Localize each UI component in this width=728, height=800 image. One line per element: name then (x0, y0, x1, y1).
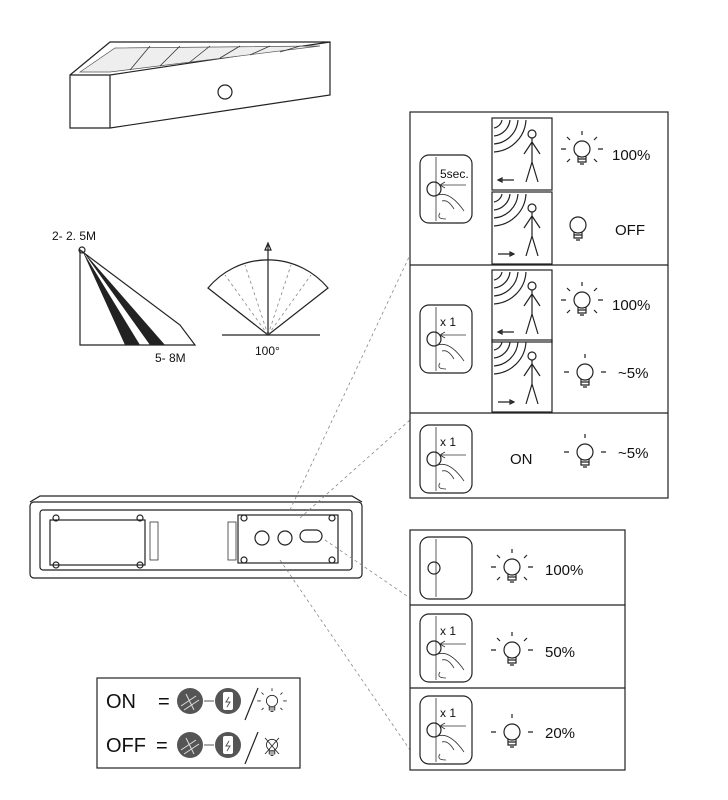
device-inner-view (29, 495, 363, 579)
bulb-dim-icon (564, 354, 606, 388)
person-approach-icon (491, 269, 553, 343)
light-level: 100% (545, 562, 583, 579)
battery-charging-icon (215, 688, 241, 758)
callout-lines (279, 254, 411, 751)
sensor-modes-panel: 5sec. 100% OFF x 1 100% ~5% x 1 ON ~5% (409, 111, 669, 499)
person-approach-icon (491, 117, 553, 191)
legend-off-label: OFF (106, 735, 146, 757)
bulb-on-icon (490, 548, 534, 583)
bulb-on-icon (560, 281, 604, 316)
detection-range-diagram: 2- 2. 5M 5- 8M (52, 229, 197, 365)
bulb-on-icon (560, 130, 604, 165)
legend-on-label: ON (106, 691, 136, 713)
time-knob[interactable] (277, 530, 293, 546)
motion-sensor (217, 84, 233, 100)
mode-row-3: x 1 ON ~5% (419, 424, 648, 494)
far-distance-label: 5- 8M (155, 351, 186, 365)
button-count-label: x 1 (440, 706, 456, 720)
detection-angle-diagram: 100° (207, 241, 329, 358)
mode-row-2: x 1 100% ~5% (419, 269, 650, 413)
state-label: ON (510, 451, 533, 468)
button-duration-label: 5sec. (440, 167, 469, 181)
bulb-on-icon (256, 687, 288, 712)
brightness-row-2: x 1 50% (419, 613, 575, 683)
sensitivity-knob[interactable] (254, 530, 270, 546)
solar-panel (78, 45, 321, 73)
button-count-label: x 1 (440, 315, 456, 329)
mode-switch[interactable] (299, 529, 323, 543)
bulb-low-icon (491, 714, 533, 748)
light-level: 100% (612, 147, 650, 164)
bulb-crossed-icon (264, 737, 280, 756)
light-level: 50% (545, 644, 575, 661)
near-distance-label: 2- 2. 5M (52, 229, 96, 243)
lamp-product-view (69, 41, 331, 129)
light-level: ~5% (618, 365, 648, 382)
slash-divider (244, 687, 259, 765)
angle-label: 100° (255, 344, 280, 358)
light-level: 100% (612, 297, 650, 314)
person-leave-icon (491, 339, 553, 413)
light-level: ~5% (618, 445, 648, 462)
button-count-label: x 1 (440, 624, 456, 638)
button-icon (419, 536, 473, 600)
press-button-icon (419, 154, 473, 224)
arrow-icon (204, 700, 214, 746)
bulb-off-icon (569, 216, 587, 241)
solar-panel-sun-icon (177, 688, 203, 758)
person-leave-icon (491, 191, 553, 265)
control-panel (237, 514, 339, 564)
light-level: OFF (615, 222, 645, 239)
bulb-half-icon (491, 632, 533, 666)
button-count-label: x 1 (440, 435, 456, 449)
mode-row-1: 5sec. 100% OFF (419, 117, 650, 265)
equals-sign: = (156, 735, 168, 757)
legend-box: ON = OFF = (96, 677, 301, 769)
equals-sign: = (158, 691, 170, 713)
brightness-row-1: 100% (419, 536, 583, 600)
brightness-row-3: x 1 20% (419, 695, 575, 765)
light-level: 20% (545, 725, 575, 742)
bulb-dim-icon (564, 434, 606, 468)
brightness-modes-panel: 100% x 1 50% x 1 20% (409, 529, 626, 771)
